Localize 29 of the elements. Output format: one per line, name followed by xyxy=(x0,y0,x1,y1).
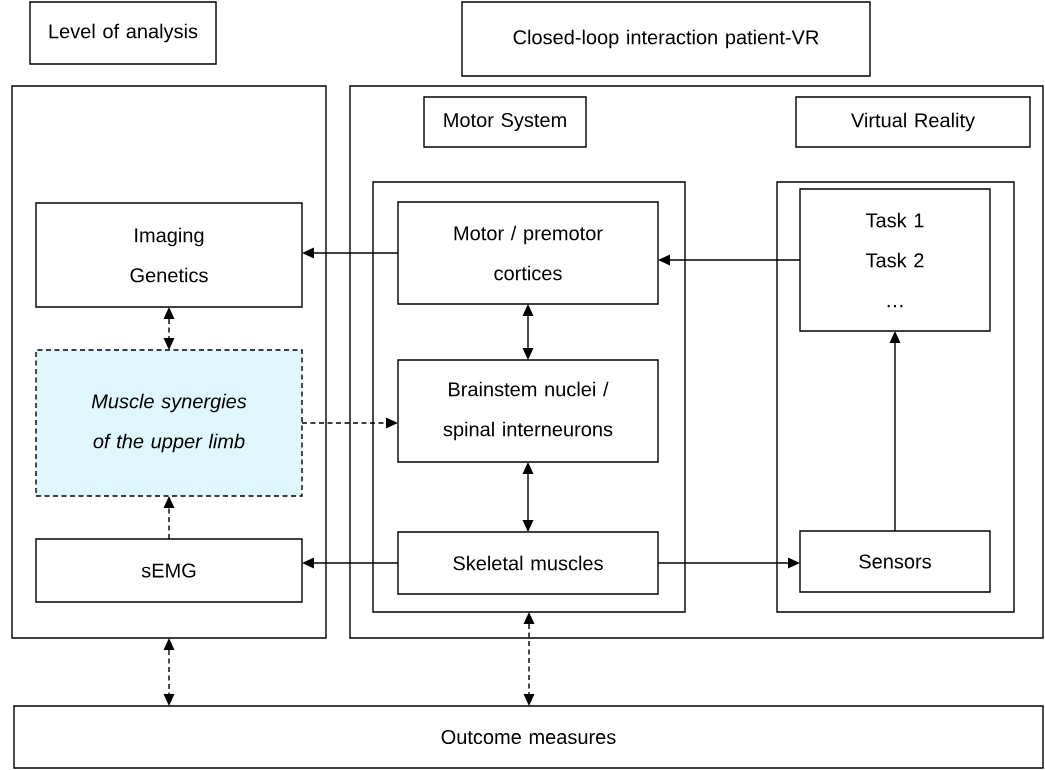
panel-frame xyxy=(11,85,327,639)
arrow xyxy=(522,462,534,532)
header-box: Virtual Reality xyxy=(795,96,1031,148)
arrow xyxy=(658,254,801,266)
arrow xyxy=(301,417,398,429)
process-box: Motor / premotor cortices xyxy=(397,201,659,305)
arrow xyxy=(163,496,175,540)
header-box: Level of analysis xyxy=(29,1,217,65)
header-box: Closed-loop interaction patient-VR xyxy=(461,1,871,77)
arrow xyxy=(163,307,175,350)
arrow xyxy=(889,331,901,532)
header-box: Motor System xyxy=(423,96,587,148)
panel-frame xyxy=(349,85,1044,639)
panel-frame xyxy=(776,181,1015,613)
arrow xyxy=(302,247,399,259)
arrow xyxy=(522,304,534,360)
process-box: Skeletal muscles xyxy=(397,531,659,595)
outcome-box: Outcome measures xyxy=(13,705,1044,769)
process-box: Imaging Genetics xyxy=(35,202,303,308)
arrow xyxy=(302,557,399,569)
arrow xyxy=(523,612,535,706)
arrow xyxy=(163,638,175,706)
panel-frame xyxy=(372,181,686,613)
process-box: Muscle synergies of the upper limb xyxy=(35,349,303,497)
process-box: Task 1 Task 2 … xyxy=(799,188,991,332)
process-box: Brainstem nuclei / spinal interneurons xyxy=(397,359,659,463)
process-box: Sensors xyxy=(799,530,991,593)
arrow xyxy=(657,557,800,569)
process-box: sEMG xyxy=(35,538,303,603)
